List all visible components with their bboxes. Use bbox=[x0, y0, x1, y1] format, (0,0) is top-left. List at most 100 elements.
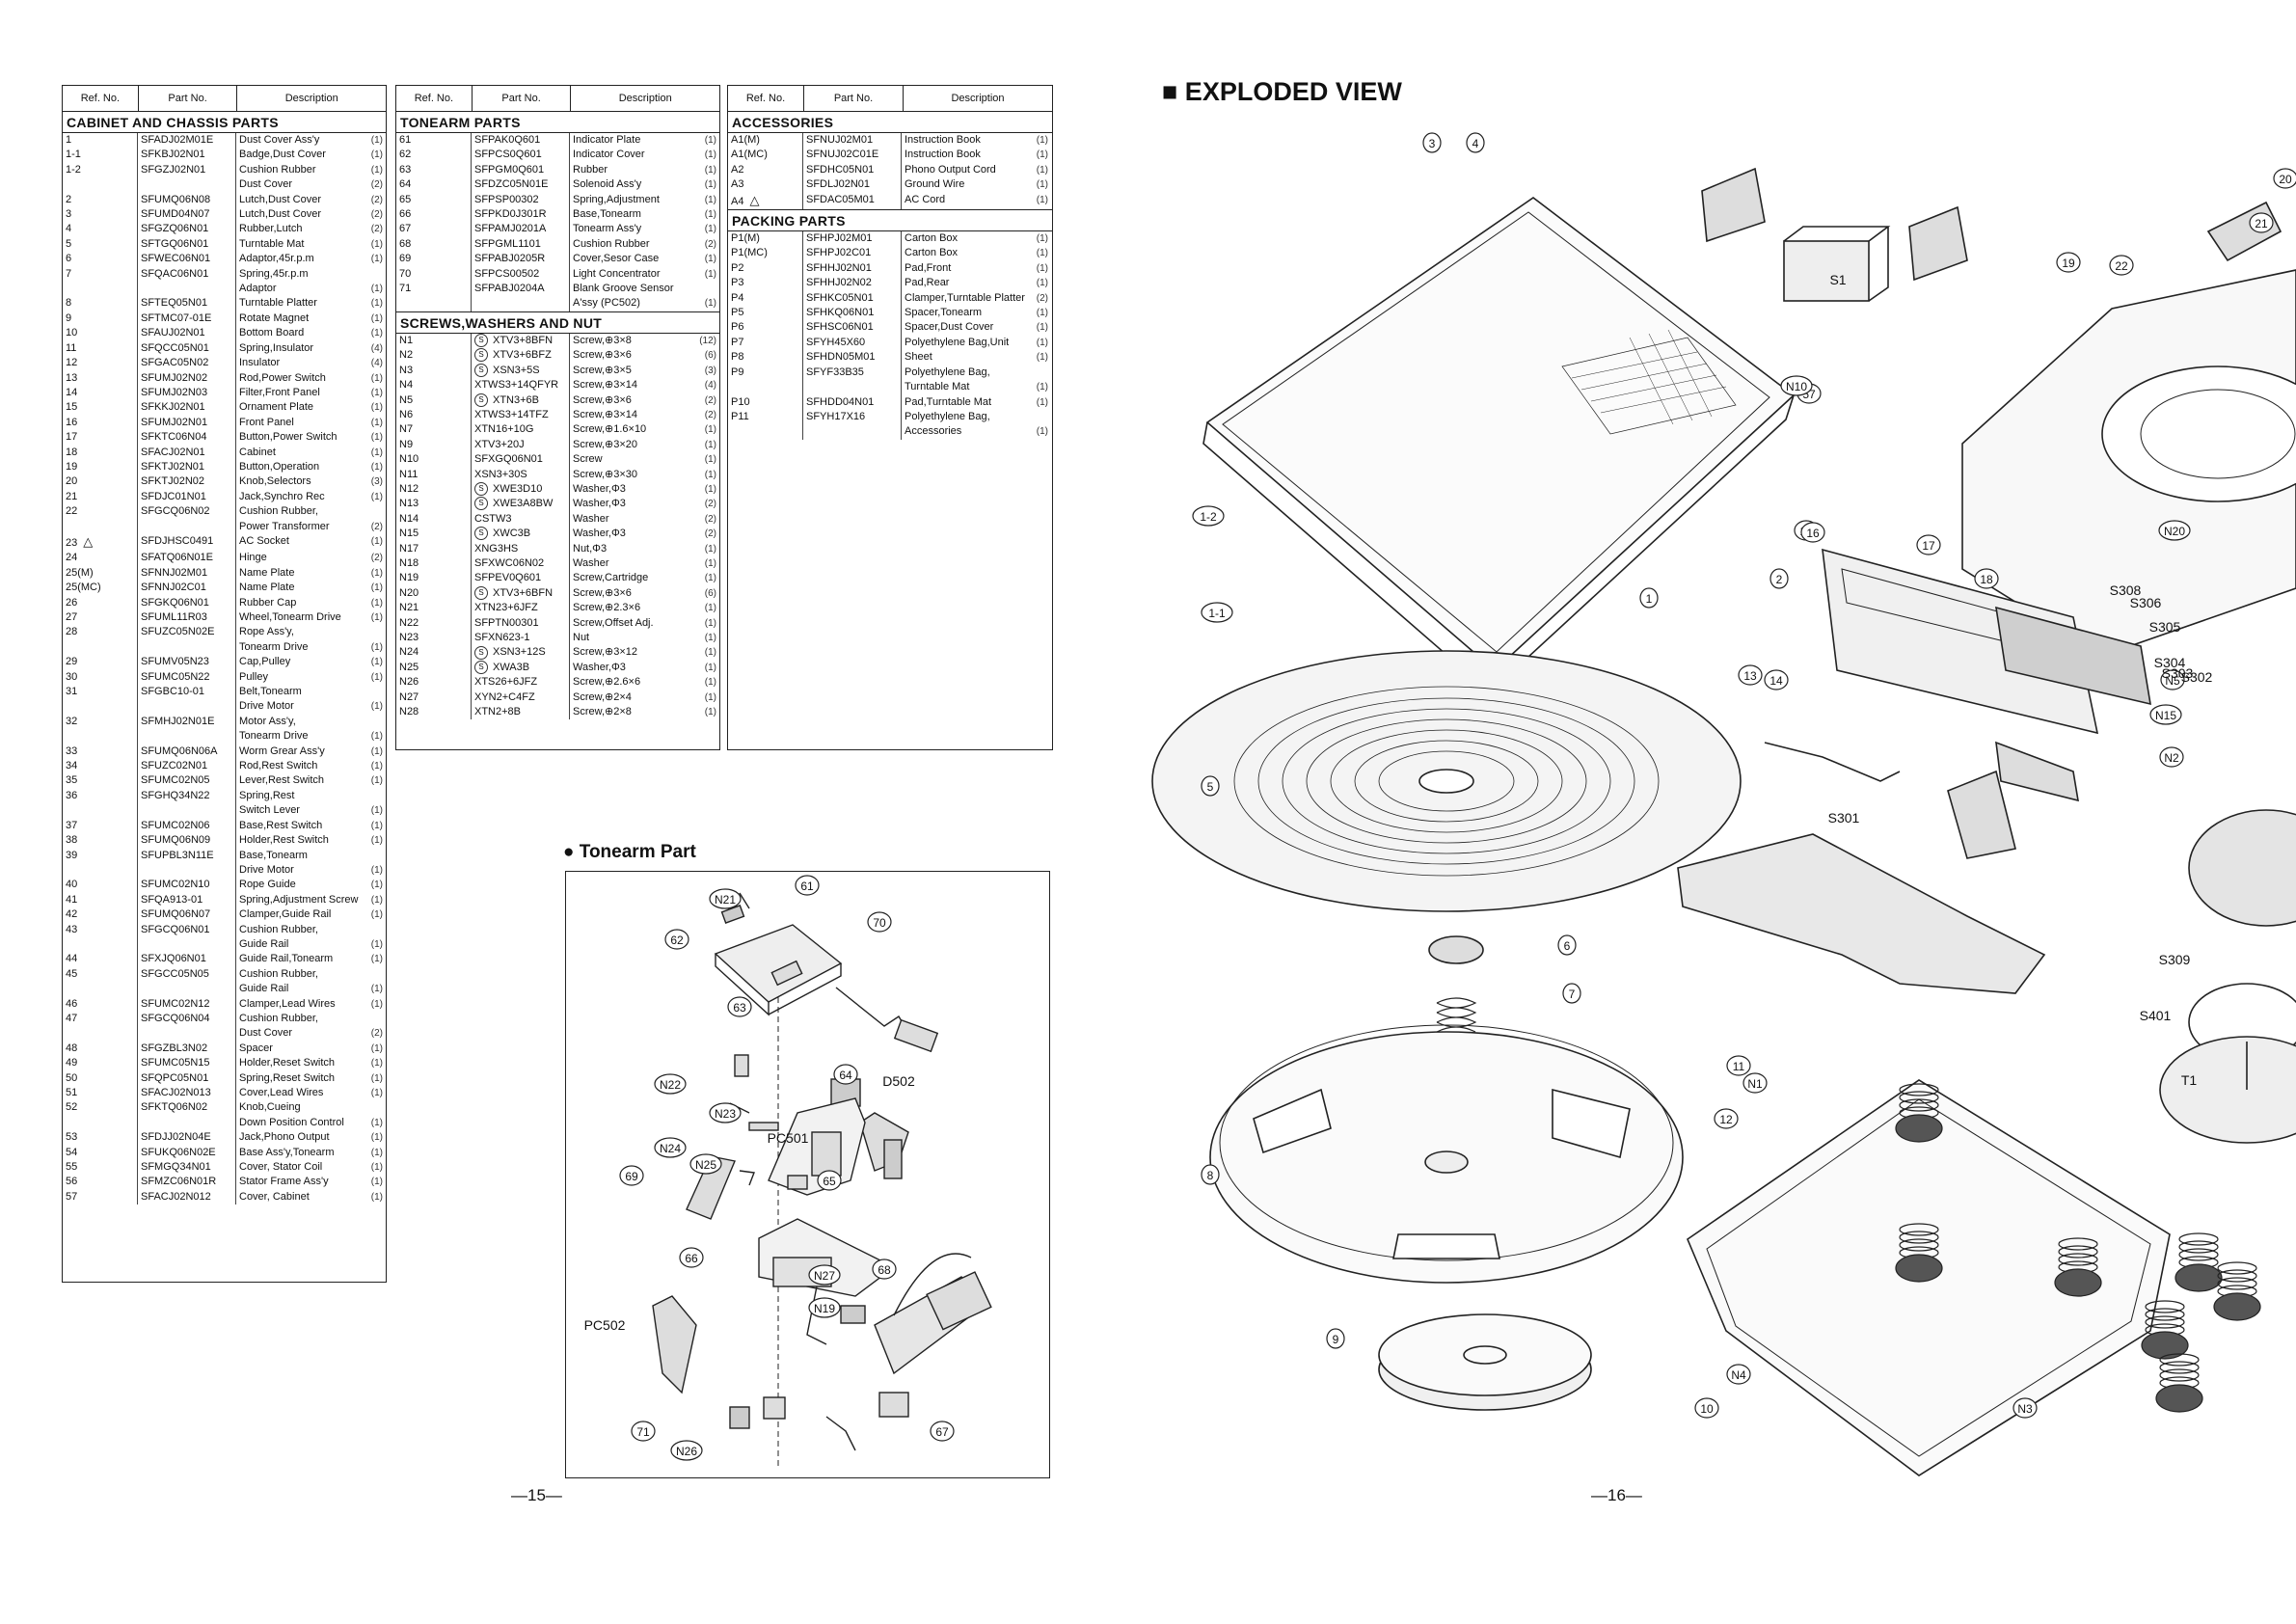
quantity-cell: (1) bbox=[370, 894, 383, 906]
part-no-text: SFPABJ0205R bbox=[474, 253, 546, 265]
ref-no-cell: 31 bbox=[63, 685, 138, 700]
callout-n1: N1 bbox=[1742, 1072, 1768, 1094]
callout-s306: S306 bbox=[2130, 595, 2162, 610]
quantity-cell: (1) bbox=[370, 447, 383, 458]
part-no-text: SFDHC05N01 bbox=[806, 163, 875, 176]
quantity-cell: (1) bbox=[370, 238, 383, 250]
quantity-cell: (1) bbox=[370, 372, 383, 384]
description-cell: Screw,⊕3×6 bbox=[573, 586, 632, 599]
part-no-text: SFMHJ02N01E bbox=[141, 715, 215, 727]
safety-s-icon: S bbox=[474, 585, 488, 600]
part-no-text: SFXGQ06N01 bbox=[474, 453, 543, 466]
part-no-text: SFGCC05N05 bbox=[141, 967, 209, 980]
quantity-cell: (2) bbox=[370, 521, 383, 532]
part-no-text: SFPTN00301 bbox=[474, 616, 539, 629]
svg-text:22: 22 bbox=[2115, 259, 2128, 273]
ref-no-cell: 56 bbox=[63, 1175, 138, 1190]
part-no-text: XTV3+6BFZ bbox=[493, 349, 552, 362]
part-no-cell: SFGCQ06N04 bbox=[138, 1011, 236, 1027]
ref-no-cell: P10 bbox=[728, 394, 803, 410]
part-no-cell: SFPTN00301 bbox=[472, 615, 570, 631]
part-no-text: SFUMC02N12 bbox=[141, 997, 210, 1010]
part-no-text: XWA3B bbox=[493, 661, 530, 673]
column-header-ref: Ref. No. bbox=[728, 86, 804, 111]
callout-n15: N15 bbox=[2149, 704, 2182, 725]
quantity-cell: (1) bbox=[370, 1058, 383, 1069]
description-cell: Stator Frame Ass'y bbox=[239, 1176, 329, 1188]
ref-no-cell: A4△ bbox=[728, 192, 803, 210]
quantity-cell: (1) bbox=[370, 535, 383, 547]
ref-no-cell: A1(M) bbox=[728, 133, 803, 149]
quantity-cell: (1) bbox=[370, 1088, 383, 1098]
quantity-cell: (2) bbox=[370, 209, 383, 221]
ref-no-cell: 24 bbox=[63, 551, 138, 566]
description-cell: Turntable Platter bbox=[239, 297, 317, 310]
part-no-cell: SFGKQ06N01 bbox=[138, 595, 236, 610]
svg-text:14: 14 bbox=[1769, 674, 1783, 688]
table-row: Down Position Control(1) bbox=[63, 1115, 386, 1131]
quantity-cell: (1) bbox=[370, 298, 383, 310]
ref-no-cell bbox=[63, 982, 138, 997]
ref-no-cell: 61 bbox=[396, 133, 472, 149]
description-cell: Screw,⊕3×20 bbox=[573, 438, 638, 450]
description-cell: Screw,⊕2.6×6 bbox=[573, 676, 641, 689]
ref-no-cell: N2 bbox=[396, 348, 472, 364]
ref-no-cell: A2 bbox=[728, 162, 803, 178]
svg-text:S1: S1 bbox=[1829, 272, 1846, 287]
callout-6: 6 bbox=[1557, 934, 1577, 956]
quantity-cell: (1) bbox=[370, 761, 383, 772]
part-no-cell: SFKBJ02N01 bbox=[138, 148, 236, 163]
part-no-cell: SFNNJ02M01 bbox=[138, 565, 236, 582]
callout-s401: S401 bbox=[2140, 1008, 2172, 1023]
svg-text:S305: S305 bbox=[2149, 619, 2181, 635]
ref-no-cell: 3 bbox=[63, 207, 138, 223]
ref-no-cell: 13 bbox=[63, 370, 138, 386]
callout-n5: N5 bbox=[2160, 669, 2185, 690]
tonearm-part-title: ● Tonearm Part bbox=[563, 842, 696, 862]
ref-no-cell: 46 bbox=[63, 996, 138, 1012]
quantity-cell: (1) bbox=[704, 179, 716, 191]
part-no-text: SFUPBL3N11E bbox=[141, 849, 214, 861]
quantity-cell: (1) bbox=[704, 298, 716, 310]
part-no-text: SFUMQ06N06A bbox=[141, 744, 218, 757]
part-no-text: XWE3D10 bbox=[493, 482, 543, 495]
callout-20: 20 bbox=[2273, 168, 2296, 189]
description-cell: Cap,Pulley bbox=[239, 656, 291, 668]
ref-no-cell: 7 bbox=[63, 266, 138, 283]
ref-no-cell: 40 bbox=[63, 878, 138, 893]
ref-no-cell: 57 bbox=[63, 1189, 138, 1205]
description-cell: Dust Cover bbox=[239, 178, 293, 191]
part-no-cell bbox=[138, 729, 236, 744]
ref-no-cell: A1(MC) bbox=[728, 148, 803, 163]
part-no-cell: SFTGQ06N01 bbox=[138, 236, 236, 253]
safety-s-icon: S bbox=[474, 645, 488, 660]
part-no-text: SFGCQ06N04 bbox=[141, 1012, 210, 1024]
description-cell: Knob,Selectors bbox=[239, 475, 311, 488]
ref-no-cell bbox=[63, 282, 138, 297]
part-no-cell: XNG3HS bbox=[472, 541, 570, 556]
ref-no-cell bbox=[63, 639, 138, 656]
part-no-text: SFACJ02N012 bbox=[141, 1190, 211, 1203]
description-cell: Washer bbox=[573, 556, 609, 569]
description-cell: Front Panel bbox=[239, 416, 294, 428]
quantity-cell: (1) bbox=[370, 909, 383, 921]
part-no-text: XSN3+5S bbox=[493, 364, 540, 376]
